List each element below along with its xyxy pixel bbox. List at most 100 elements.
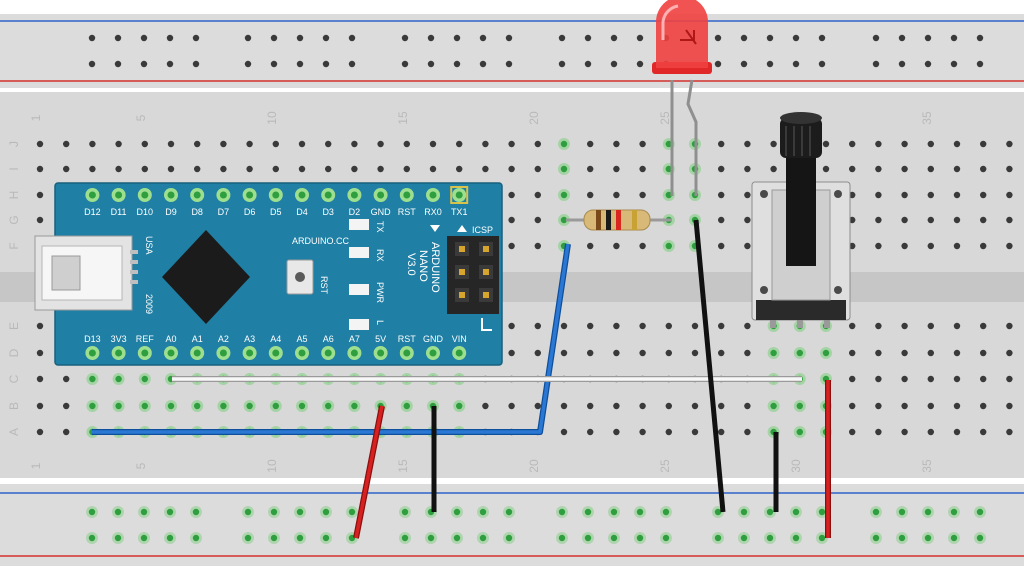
- breadboard-hole: [718, 216, 725, 224]
- arduino-top-pin-label: D11: [111, 207, 127, 217]
- breadboard-hole: [639, 322, 646, 330]
- reset-button-cap: [295, 272, 305, 282]
- breadboard-hole: [639, 242, 646, 250]
- breadboard-hole: [482, 140, 489, 148]
- breadboard-hole: [325, 165, 332, 173]
- row-letter: B: [7, 402, 21, 410]
- bottom-power-rail: [0, 484, 1024, 566]
- breadboard-hole: [927, 242, 934, 250]
- arduino-nano: D12D13D113V3D10REFD9A0D8A1D7A2D6A3D5A4D4…: [34, 182, 503, 366]
- breadboard-hole: [613, 349, 620, 357]
- breadboard-hole: [62, 428, 70, 436]
- breadboard-hole: [272, 165, 279, 173]
- rail-hole: [427, 34, 435, 42]
- breadboard-hole: [822, 140, 830, 148]
- breadboard-hole: [587, 402, 594, 410]
- breadboard-hole: [980, 349, 987, 357]
- breadboard-hole: [89, 402, 96, 410]
- arduino-top-pin-label: D7: [218, 207, 230, 217]
- arduino-bottom-pin-label: 3V3: [111, 334, 127, 344]
- arduino-bottom-pin-label: GND: [423, 334, 444, 344]
- breadboard-hole: [115, 375, 122, 383]
- breadboard-hole: [901, 322, 908, 330]
- breadboard-hole: [770, 349, 777, 357]
- breadboard-hole: [665, 165, 672, 173]
- breadboard-hole: [560, 165, 568, 173]
- rail-hole: [818, 534, 826, 542]
- column-number-bottom: 15: [396, 459, 410, 473]
- breadboard-hole: [953, 322, 961, 330]
- pwr-led: [349, 284, 369, 295]
- breadboard-hole: [744, 216, 751, 224]
- rail-hole: [976, 534, 984, 542]
- breadboard-hole: [875, 140, 882, 148]
- breadboard-hole: [272, 402, 279, 410]
- rail-hole: [766, 60, 774, 68]
- breadboard-hole: [351, 165, 358, 173]
- breadboard-hole: [325, 140, 332, 148]
- rail-hole: [296, 34, 304, 42]
- breadboard-hole: [718, 428, 725, 436]
- breadboard-hole: [508, 191, 515, 199]
- led-dome: [656, 0, 708, 68]
- rail-hole: [479, 34, 487, 42]
- column-number-bottom: 5: [134, 462, 148, 469]
- breadboard-hole: [901, 242, 908, 250]
- breadboard-hole: [849, 242, 856, 250]
- arduino-top-pin-label: D9: [165, 207, 177, 217]
- led-die: [680, 29, 697, 45]
- rail-hole: [976, 34, 984, 42]
- rail-hole: [792, 60, 800, 68]
- breadboard-hole: [62, 402, 70, 410]
- column-number-top: 15: [396, 111, 410, 125]
- arduino-bottom-pin-label: A1: [192, 334, 203, 344]
- breadboard-hole: [482, 402, 489, 410]
- breadboard-hole: [901, 140, 908, 148]
- rail-hole: [610, 34, 618, 42]
- breadboard-hole: [534, 140, 541, 148]
- breadboard-hole: [849, 322, 856, 330]
- rail-hole: [166, 508, 174, 516]
- breadboard-hole: [718, 191, 725, 199]
- breadboard-hole: [980, 216, 987, 224]
- breadboard-hole: [351, 140, 358, 148]
- breadboard-hole: [901, 375, 908, 383]
- breadboard-hole: [875, 375, 882, 383]
- breadboard-hole: [560, 322, 568, 330]
- breadboard-hole: [115, 140, 122, 148]
- rail-hole: [270, 508, 278, 516]
- breadboard-hole: [36, 140, 44, 148]
- breadboard-hole: [980, 428, 987, 436]
- rail-hole: [322, 534, 330, 542]
- breadboard-hole: [62, 140, 70, 148]
- breadboard-hole: [744, 191, 751, 199]
- breadboard-hole: [246, 402, 253, 410]
- model-line-2: NANO: [417, 250, 429, 282]
- rail-hole: [140, 534, 148, 542]
- breadboard-hole: [560, 191, 568, 199]
- pot-screw-4: [834, 286, 842, 294]
- breadboard-hole: [849, 191, 856, 199]
- rail-hole: [296, 508, 304, 516]
- rail-hole: [453, 34, 461, 42]
- arduino-brand-label: ARDUINO.CC: [292, 236, 350, 246]
- breadboard-hole: [718, 322, 725, 330]
- breadboard-hole: [403, 165, 410, 173]
- arduino-top-pin-label: D2: [349, 207, 361, 217]
- breadboard-hole: [534, 349, 541, 357]
- rail-hole: [244, 60, 252, 68]
- rail-hole: [714, 34, 722, 42]
- rail-hole: [192, 60, 200, 68]
- breadboard-hole: [534, 216, 541, 224]
- rail-hole: [584, 508, 592, 516]
- arduino-pins: [85, 186, 469, 360]
- breadboard-hole: [194, 165, 201, 173]
- rail-hole: [192, 508, 200, 516]
- row-letter: F: [7, 242, 21, 249]
- breadboard-hole: [587, 322, 594, 330]
- arduino-bottom-pin-label: D13: [84, 334, 101, 344]
- breadboard-hole: [875, 322, 882, 330]
- breadboard-hole: [901, 216, 908, 224]
- row-letter: E: [7, 322, 21, 330]
- breadboard-hole: [849, 402, 856, 410]
